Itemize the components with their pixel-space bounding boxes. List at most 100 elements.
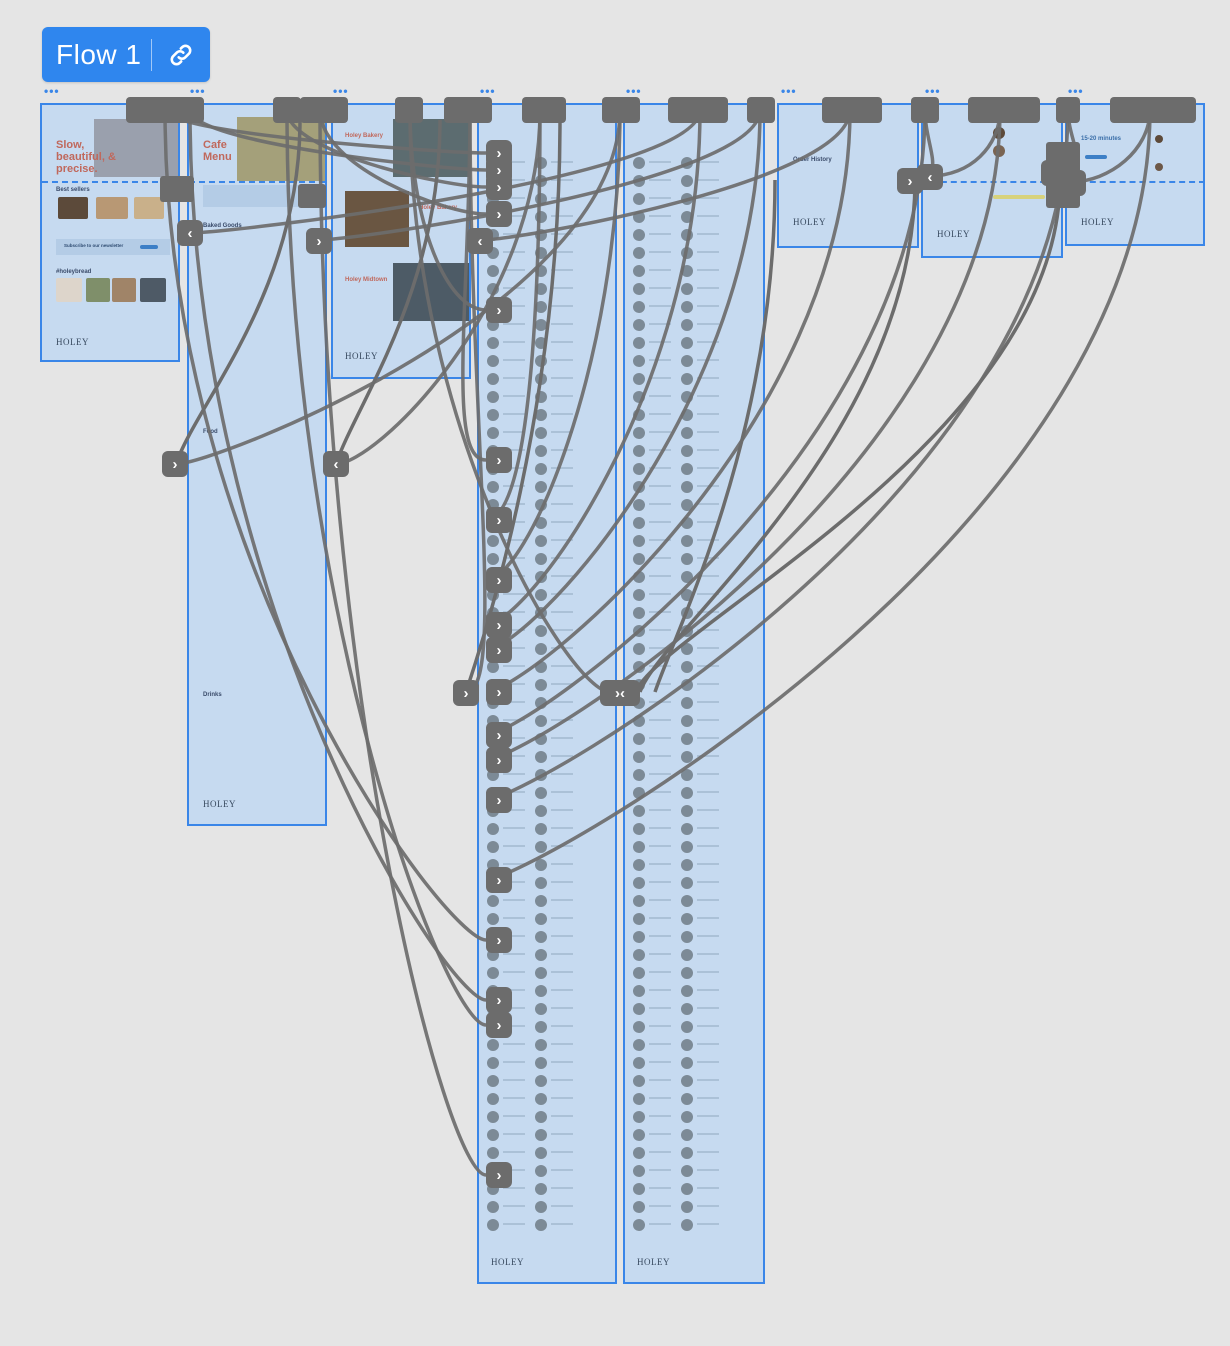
chevron-right-icon[interactable]: › (486, 927, 512, 953)
chevron-right-icon[interactable]: › (453, 680, 479, 706)
frame-handle[interactable]: ••• (925, 88, 941, 94)
product-label (697, 341, 719, 343)
location-photo (393, 263, 469, 321)
product-thumb (535, 175, 547, 187)
product-thumb (681, 1129, 693, 1141)
product-thumb (535, 229, 547, 241)
product-thumb (681, 157, 693, 169)
product-label (551, 485, 573, 487)
product-label (649, 1079, 671, 1081)
product-label (697, 827, 719, 829)
chevron-right-icon[interactable]: › (486, 174, 512, 200)
frame-handle[interactable]: ••• (190, 88, 206, 94)
product-thumb (681, 247, 693, 259)
frame-handle[interactable]: ••• (480, 88, 496, 94)
product-label (551, 1151, 573, 1153)
product-label (697, 809, 719, 811)
chevron-right-icon[interactable]: › (486, 637, 512, 663)
footer-logo: HOLEY (637, 1257, 670, 1267)
chevron-right-icon[interactable]: › (486, 787, 512, 813)
product-thumb (487, 409, 499, 421)
product-label (551, 1223, 573, 1225)
track-button[interactable] (1085, 155, 1107, 159)
gallery-thumb (56, 278, 82, 302)
chevron-left-icon[interactable]: ‹ (917, 164, 943, 190)
connection-bar[interactable] (522, 97, 566, 123)
link-icon[interactable] (152, 27, 210, 82)
chevron-right-icon[interactable]: › (486, 201, 512, 227)
checkout-bar[interactable] (993, 195, 1045, 199)
frame-handle[interactable]: ••• (44, 88, 60, 94)
frame-handle[interactable]: ••• (781, 88, 797, 94)
footer-logo: HOLEY (491, 1257, 524, 1267)
frame-menu[interactable]: Cafe Menu Baked Goods Food Drinks HOLEY (187, 103, 327, 826)
frame-handle[interactable]: ••• (626, 88, 642, 94)
product-thumb (633, 283, 645, 295)
frame-home[interactable]: Slow, beautiful, & precise. Best sellers… (40, 103, 180, 362)
connection-stub[interactable] (1046, 142, 1080, 208)
chevron-right-icon[interactable]: › (486, 987, 512, 1013)
chevron-right-icon[interactable]: › (486, 297, 512, 323)
chevron-right-icon[interactable]: › (486, 679, 512, 705)
product-thumb (96, 197, 128, 219)
chevron-right-icon[interactable]: › (306, 228, 332, 254)
chevron-left-icon[interactable]: ‹ (467, 228, 493, 254)
product-thumb (681, 607, 693, 619)
chevron-right-icon[interactable]: › (486, 1162, 512, 1188)
product-label (551, 269, 573, 271)
connection-bar[interactable] (911, 97, 939, 123)
product-thumb (535, 967, 547, 979)
frame-handle[interactable]: ••• (1068, 88, 1084, 94)
connection-bar[interactable] (822, 97, 882, 123)
product-label (649, 161, 671, 163)
product-label (503, 233, 525, 235)
product-thumb (487, 1219, 499, 1231)
product-thumb (633, 985, 645, 997)
product-thumb (535, 157, 547, 169)
chevron-right-icon[interactable]: › (486, 747, 512, 773)
product-thumb (535, 1129, 547, 1141)
chevron-right-icon[interactable]: › (486, 447, 512, 473)
connection-bar[interactable] (602, 97, 640, 123)
chevron-left-icon[interactable]: ‹ (323, 451, 349, 477)
frame-locations[interactable]: Holey Bakery Holey Bakery Holey Midtown … (331, 103, 471, 379)
chevron-right-icon[interactable]: › (486, 1012, 512, 1038)
connection-bar[interactable] (273, 97, 301, 123)
chevron-right-icon[interactable]: › (486, 507, 512, 533)
connection-stub[interactable] (298, 184, 326, 208)
chevron-right-icon[interactable]: › (486, 567, 512, 593)
product-label (697, 1151, 719, 1153)
chevron-right-icon[interactable]: › (486, 722, 512, 748)
frame-confirmation[interactable]: 15-20 minutes HOLEY (1065, 103, 1205, 246)
chevron-swap-icon[interactable]: ›‹ (600, 680, 640, 706)
product-label (697, 719, 719, 721)
frame-handle[interactable]: ••• (333, 88, 349, 94)
connection-stub[interactable] (160, 176, 194, 202)
connection-bar[interactable] (1110, 97, 1196, 123)
frame-shop-b[interactable]: HOLEY (623, 103, 765, 1284)
product-label (697, 503, 719, 505)
connection-bar[interactable] (126, 97, 204, 123)
connection-bar[interactable] (1056, 97, 1080, 123)
product-thumb (681, 337, 693, 349)
chevron-right-icon[interactable]: › (486, 867, 512, 893)
connection-bar[interactable] (968, 97, 1040, 123)
connection-bar[interactable] (747, 97, 775, 123)
holeybread-heading: #holeybread (56, 269, 91, 275)
chevron-right-icon[interactable]: › (486, 612, 512, 638)
subscribe-button[interactable] (140, 245, 158, 249)
product-thumb (633, 355, 645, 367)
flow-start-badge[interactable]: Flow 1 (42, 27, 210, 82)
connection-bar[interactable] (444, 97, 492, 123)
product-thumb (633, 1057, 645, 1069)
product-label (503, 971, 525, 973)
product-label (551, 701, 573, 703)
connection-bar[interactable] (395, 97, 423, 123)
location-photo (345, 191, 409, 247)
chevron-left-icon[interactable]: ‹ (177, 220, 203, 246)
connection-bar[interactable] (668, 97, 728, 123)
product-label (649, 269, 671, 271)
chevron-right-icon[interactable]: › (162, 451, 188, 477)
connection-bar[interactable] (300, 97, 348, 123)
